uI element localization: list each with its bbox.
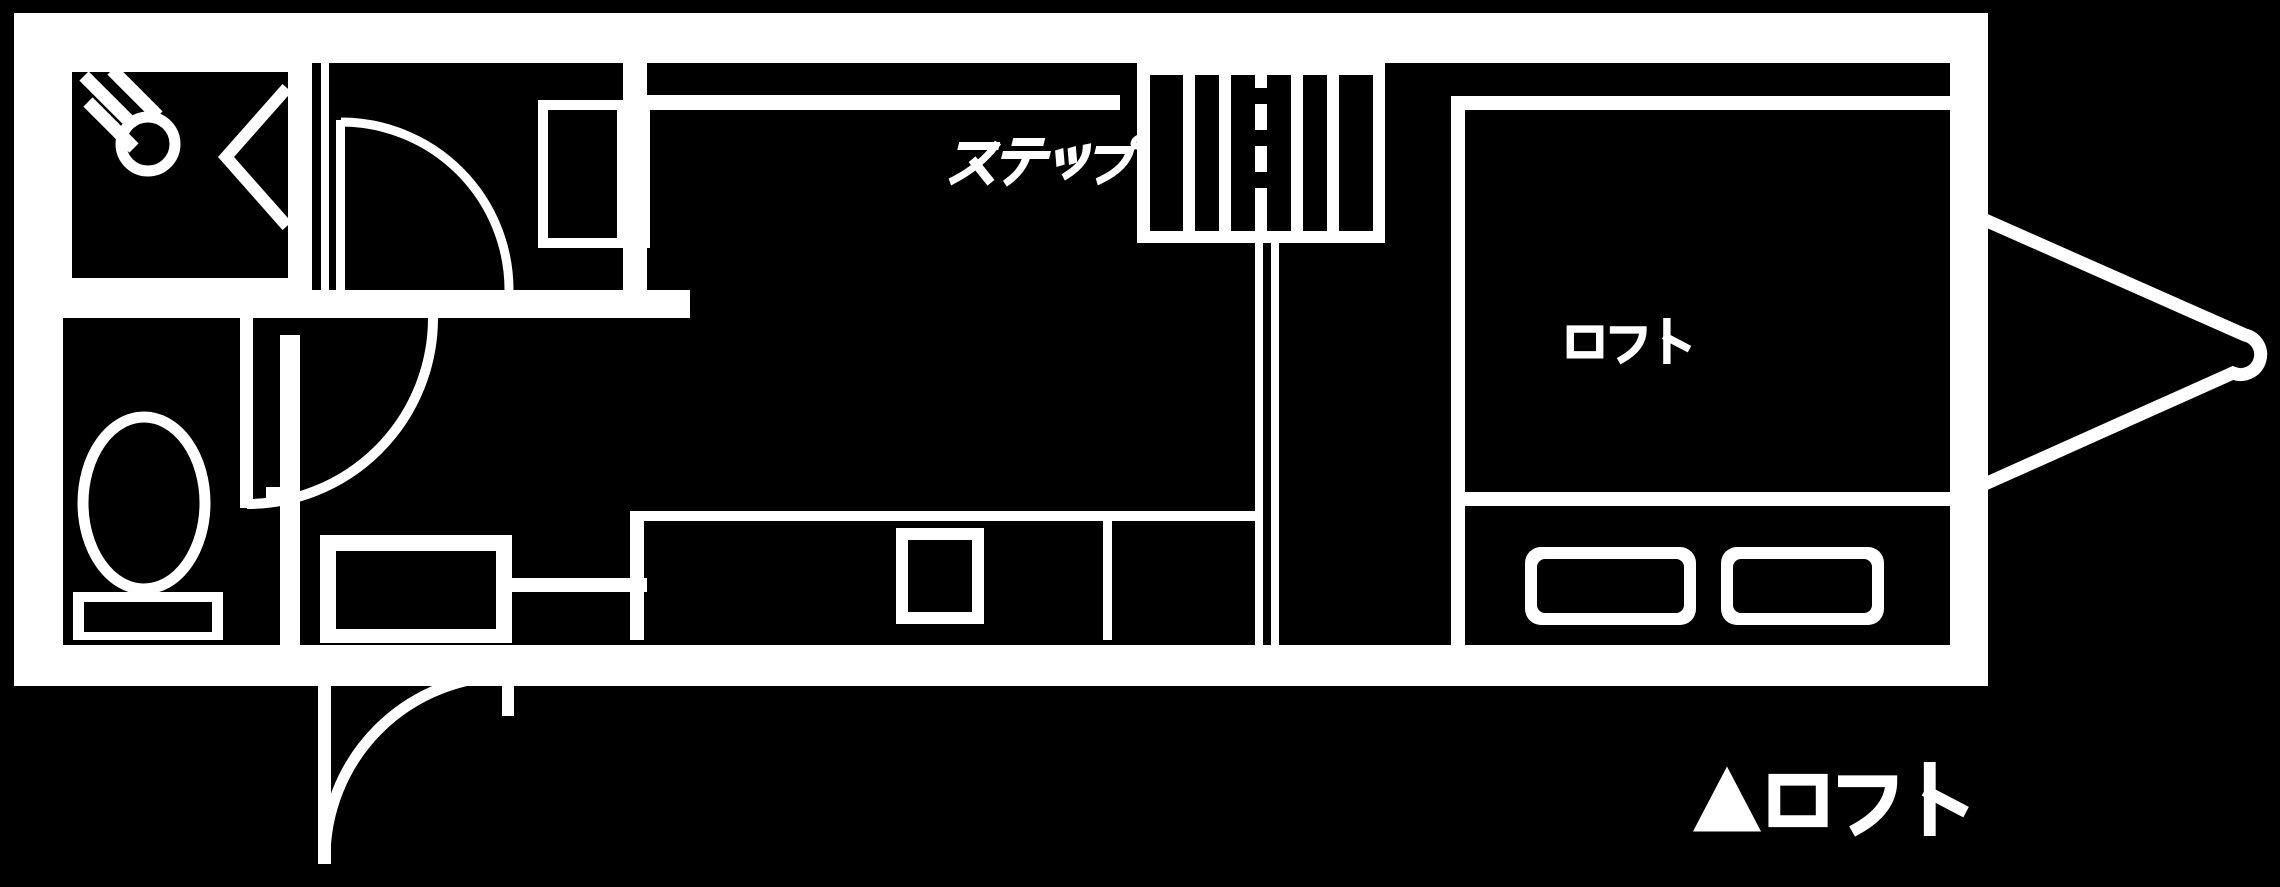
- step-label: [948, 134, 1146, 187]
- washroom-door-leaf: [336, 120, 345, 290]
- washroom-door-arc: [340, 117, 514, 291]
- ldk-top-opening-line: [647, 95, 1120, 110]
- toilet-left-wall: [46, 318, 63, 645]
- entrance-step-interior: [336, 551, 496, 629]
- toilet-icon: [73, 411, 223, 640]
- hall-door-arc: [246, 317, 438, 509]
- hall-door-leaf: [240, 318, 253, 508]
- toilet-right-wall: [280, 335, 300, 645]
- cushion-left-interior: [1537, 559, 1684, 613]
- washer-pan-interior: [548, 110, 617, 238]
- entrance-counter-stub: [512, 578, 647, 592]
- stair-tread: [1183, 75, 1195, 231]
- entrance-door-arc: [319, 670, 508, 859]
- partition-wall-line-b: [1271, 243, 1279, 645]
- stair-tread: [1219, 75, 1231, 231]
- sink-interior: [908, 540, 972, 612]
- stair-tread: [1327, 75, 1339, 231]
- entrance-door-stub: [502, 686, 514, 716]
- bathroom-washroom-wall-line: [321, 63, 329, 290]
- washroom-right-wall: [623, 63, 647, 318]
- loft-stairs: [1137, 63, 1385, 243]
- loft-platform: [1451, 96, 1956, 645]
- stair-tread-dashed: [1255, 75, 1267, 231]
- bathroom-door-icon: [217, 84, 292, 230]
- partition-wall-line-a: [1255, 243, 1263, 645]
- hallway-wall: [46, 290, 690, 318]
- stair-tread: [1291, 75, 1303, 231]
- kitchen-counter: [630, 511, 1255, 640]
- cushion-right-interior: [1733, 559, 1872, 613]
- loft-legend: [1692, 762, 1969, 837]
- entrance-arrow-icon: [1982, 214, 2268, 490]
- loft-room-label: [1566, 318, 1692, 365]
- shower-icon: [79, 65, 181, 177]
